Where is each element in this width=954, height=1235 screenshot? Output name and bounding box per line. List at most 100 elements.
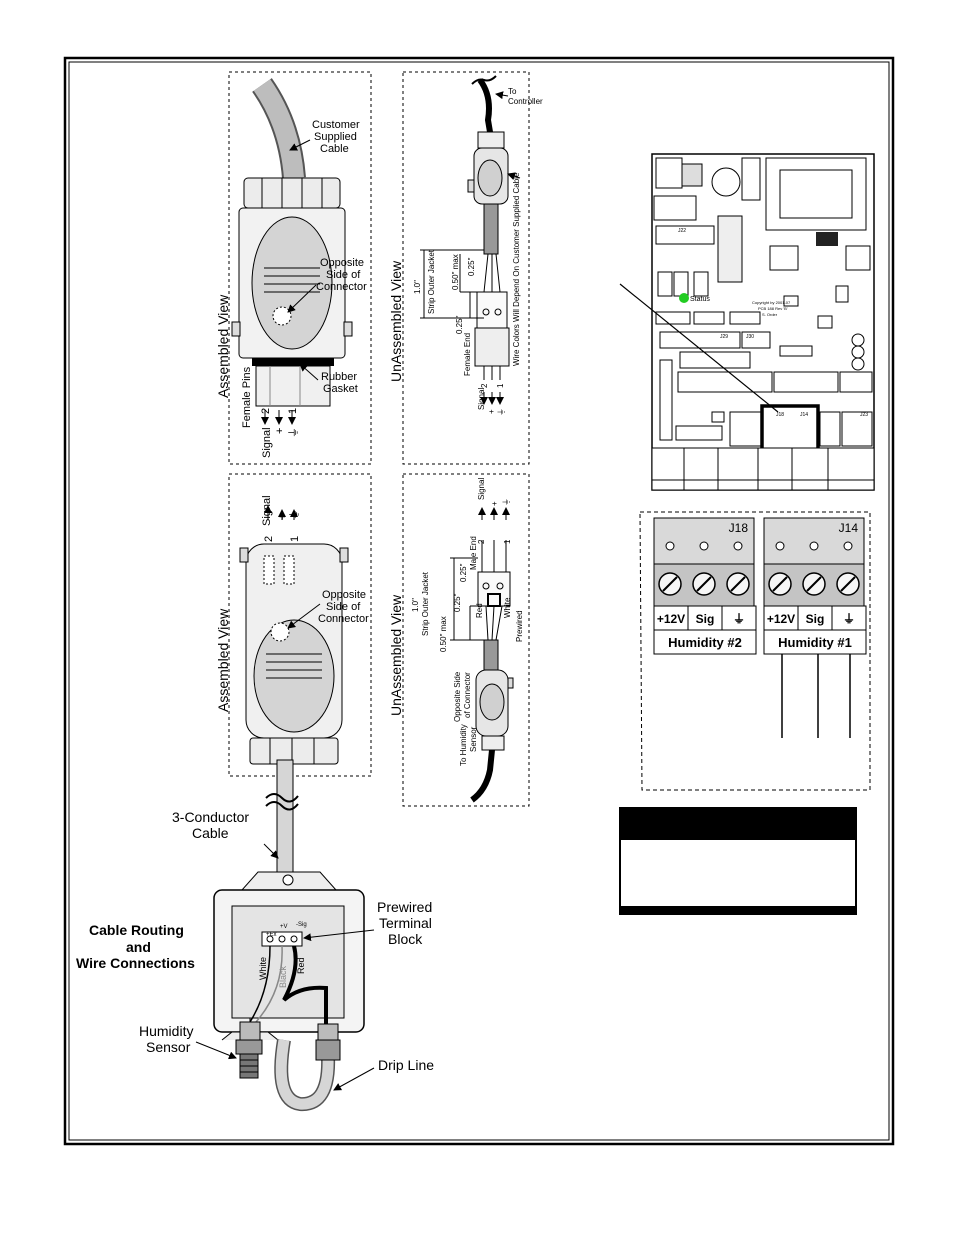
routing-title-3: Wire Connections xyxy=(76,955,195,971)
to-sensor-label-1: To Humidity xyxy=(459,724,468,766)
rubber-gasket-label-1: Rubber xyxy=(321,371,357,383)
terminal-block-name: Humidity #2 xyxy=(668,635,742,650)
male-connector-assembled-panel xyxy=(228,473,372,777)
status-led xyxy=(679,293,689,303)
male-ground-label: ⏚ xyxy=(288,509,301,520)
drip-line-label: Drip Line xyxy=(378,1057,434,1073)
prewired-block-label-3: Block xyxy=(388,931,423,947)
outer-frame xyxy=(63,56,895,1146)
terminal-pin-label: Sig xyxy=(806,612,825,626)
routing-title-2: and xyxy=(126,939,151,955)
female-connector-assembled-panel xyxy=(228,71,372,465)
top-pin-1: 1 xyxy=(496,383,505,388)
female-assembled-title: Assembled View xyxy=(215,294,231,398)
to-controller-label-1: To xyxy=(508,87,517,96)
opposite-side-label-1: Opposite xyxy=(320,257,364,269)
copyright-line-1: Copyright by 2001-07 xyxy=(752,300,791,305)
board-j14-label: J14 xyxy=(800,412,808,418)
customer-cable-label-3: Cable xyxy=(320,143,349,155)
bottom-signal-label: Signal xyxy=(477,478,486,500)
opposite-side-label-2: Side of xyxy=(326,269,361,281)
bottom-dim-050: 0.50" max xyxy=(439,616,448,652)
note-box xyxy=(619,807,857,915)
board-j23-label: J23 xyxy=(860,412,868,418)
terminal-pin-label: ⏚ xyxy=(843,612,855,626)
terminal-blocks: J18 +12V Sig ⏚ Humidity #2 J14 +12V Sig ⏚ Humidit… xyxy=(653,517,867,738)
unassembled-top-panel xyxy=(402,71,530,465)
male-assembled-title: Assembled View xyxy=(215,608,231,712)
humidity-sensor-assembly xyxy=(195,759,375,1112)
terminal-block-id: J18 xyxy=(729,521,749,535)
top-ground-label: ⏚ xyxy=(497,408,506,416)
top-dim-025a: 0.25" xyxy=(467,257,476,276)
bottom-dim-025b: 0.25" xyxy=(453,593,462,612)
copyright-line-2: PCB 188 Rev 'B' xyxy=(758,306,788,311)
top-plus-label: + xyxy=(487,409,496,414)
to-sensor-label-2: Sensor xyxy=(469,726,478,752)
male-opposite-side-3: Connector xyxy=(318,613,369,625)
inner-frame xyxy=(68,61,890,1141)
sensor-black-label: Black xyxy=(278,965,288,988)
to-controller-label-2: Controller xyxy=(508,97,543,106)
male-pin-2: 2 xyxy=(263,536,275,542)
customer-cable-label-2: Supplied xyxy=(314,131,357,143)
bottom-prewired-label: Prewired xyxy=(515,610,524,642)
male-pin-1: 1 xyxy=(289,536,301,542)
board-j29-label: J29 xyxy=(720,334,728,340)
bottom-red-label: Red xyxy=(475,603,484,618)
male-signal-label: Signal xyxy=(261,495,273,526)
top-signal-label: Signal xyxy=(477,388,486,410)
bottom-pin-1: 1 xyxy=(503,539,512,544)
terminal-mark-sig: -Sig xyxy=(296,922,307,928)
female-plus-label: + xyxy=(274,428,286,434)
top-strip-jacket-label: Strip Outer Jacket xyxy=(427,249,436,314)
unassembled-bottom-title: UnAssembled View xyxy=(388,594,404,716)
top-dim-050: 0.50" max xyxy=(451,254,460,290)
male-opposite-side-2: Side of xyxy=(326,601,361,613)
bottom-ground-label: ⏚ xyxy=(502,498,511,506)
board-j22-label: J22 xyxy=(678,228,686,234)
bottom-dim-1in: 1.0" xyxy=(411,598,420,612)
female-ground-label: ⏚ xyxy=(287,427,300,438)
male-plus-label: + xyxy=(277,514,289,520)
humidity-sensor-label-1: Humidity xyxy=(139,1023,193,1039)
female-signal-label: Signal xyxy=(261,427,273,458)
status-label: Status xyxy=(690,296,710,303)
bottom-plus-label: + xyxy=(490,501,499,506)
terminal-mark-ex: +Ex xyxy=(266,932,277,938)
female-pins-label: Female Pins xyxy=(241,366,253,428)
terminal-block-j14: J14 +12V Sig ⏚ Humidity #1 xyxy=(763,517,867,738)
wire-colors-note: Wire Colors Will Depend On Customer Supp… xyxy=(512,172,521,366)
controller-board xyxy=(619,153,875,491)
sensor-red-label: Red xyxy=(296,957,306,974)
bottom-strip-jacket-label: Strip Outer Jacket xyxy=(421,571,430,636)
unassembled-bottom-panel xyxy=(402,473,530,807)
board-j18-label: J18 xyxy=(776,412,784,418)
terminal-block-id: J14 xyxy=(839,521,859,535)
female-pin-2: 2 xyxy=(260,408,272,414)
humidity-sensor-label-2: Sensor xyxy=(146,1039,191,1055)
top-pin-2: 2 xyxy=(480,383,489,388)
terminal-detail xyxy=(639,511,871,791)
opposite-side-label-3: Connector xyxy=(316,281,367,293)
top-dim-1in: 1.0" xyxy=(413,280,422,294)
bottom-dim-025a: 0.25" xyxy=(459,563,468,582)
terminal-pin-label: ⏚ xyxy=(733,612,745,626)
terminal-pin-label: +12V xyxy=(767,612,795,626)
terminal-pin-label: +12V xyxy=(657,612,685,626)
board-j30-label: J30 xyxy=(746,334,754,340)
bottom-opposite-side-2: of Connector xyxy=(463,672,472,718)
female-end-label: Female End xyxy=(463,333,472,376)
bottom-opposite-side-1: Opposite Side xyxy=(453,671,462,722)
sensor-white-label: White xyxy=(258,957,268,980)
terminal-block-name: Humidity #1 xyxy=(778,635,852,650)
rubber-gasket-label-2: Gasket xyxy=(323,383,358,395)
female-pin-1: 1 xyxy=(287,408,299,414)
unassembled-top-title: UnAssembled View xyxy=(388,260,404,382)
bottom-pin-2: 2 xyxy=(477,539,486,544)
top-dim-025b: 0.25" xyxy=(455,315,464,334)
routing-title-1: Cable Routing xyxy=(89,922,184,938)
customer-cable-label-1: Customer xyxy=(312,119,360,131)
